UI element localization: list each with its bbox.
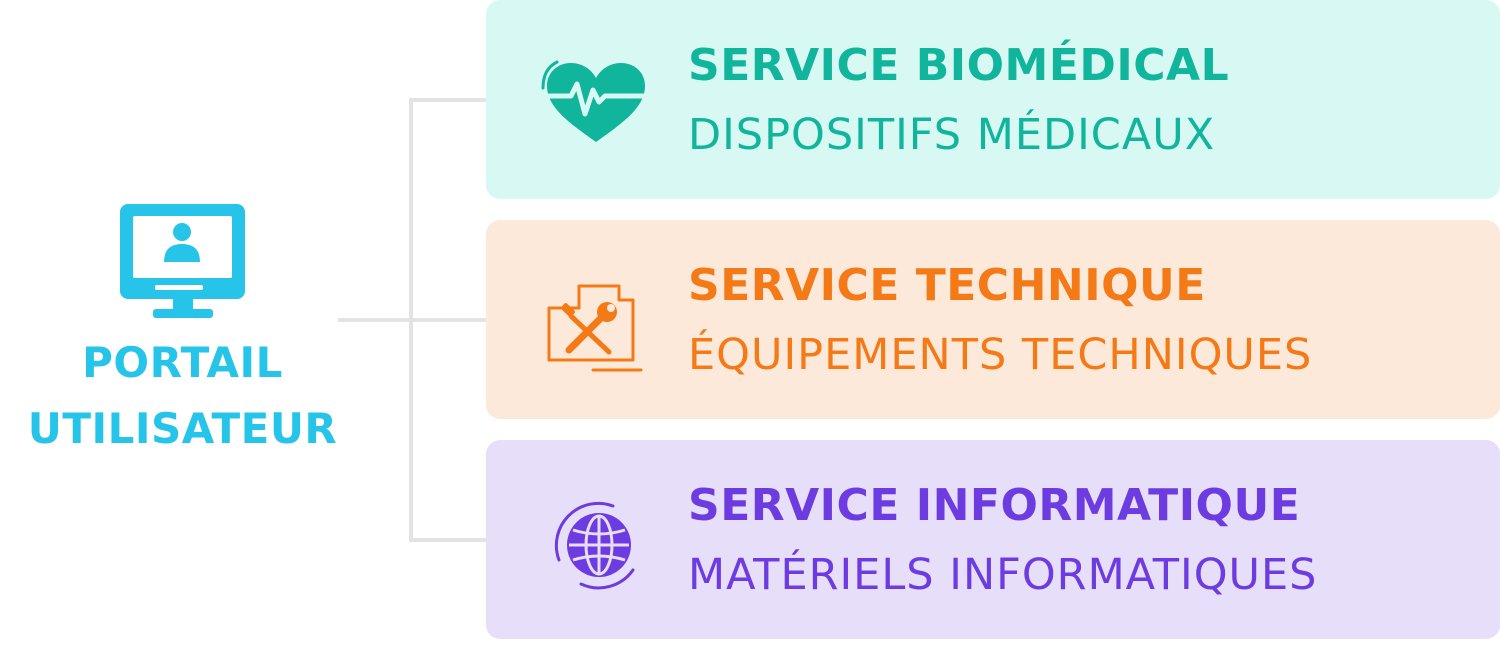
service-title: SERVICE TECHNIQUE (688, 260, 1206, 311)
globe-icon (541, 500, 651, 590)
wrench-screwdriver-icon (541, 280, 651, 372)
service-card-technique: SERVICE TECHNIQUE ÉQUIPEMENTS TECHNIQUES (486, 220, 1500, 419)
heart-pulse-icon (541, 60, 651, 150)
service-subtitle: ÉQUIPEMENTS TECHNIQUES (688, 330, 1313, 380)
service-card-informatique: SERVICE INFORMATIQUE MATÉRIELS INFORMATI… (486, 440, 1500, 639)
connector-branch-biomedical (409, 98, 488, 102)
connector-trunk (338, 318, 488, 322)
portal-label-line1: PORTAIL (82, 338, 283, 387)
service-subtitle: MATÉRIELS INFORMATIQUES (688, 550, 1318, 600)
monitor-user-icon (115, 196, 255, 326)
service-subtitle: DISPOSITIFS MÉDICAUX (688, 110, 1216, 160)
portal-label-line2: UTILISATEUR (27, 404, 338, 453)
service-title: SERVICE BIOMÉDICAL (688, 40, 1230, 91)
service-title: SERVICE INFORMATIQUE (688, 480, 1301, 531)
connector-vertical (409, 98, 413, 542)
connector-branch-informatique (409, 538, 488, 542)
user-portal: PORTAIL UTILISATEUR (0, 190, 365, 460)
service-card-biomedical: SERVICE BIOMÉDICAL DISPOSITIFS MÉDICAUX (486, 0, 1500, 199)
